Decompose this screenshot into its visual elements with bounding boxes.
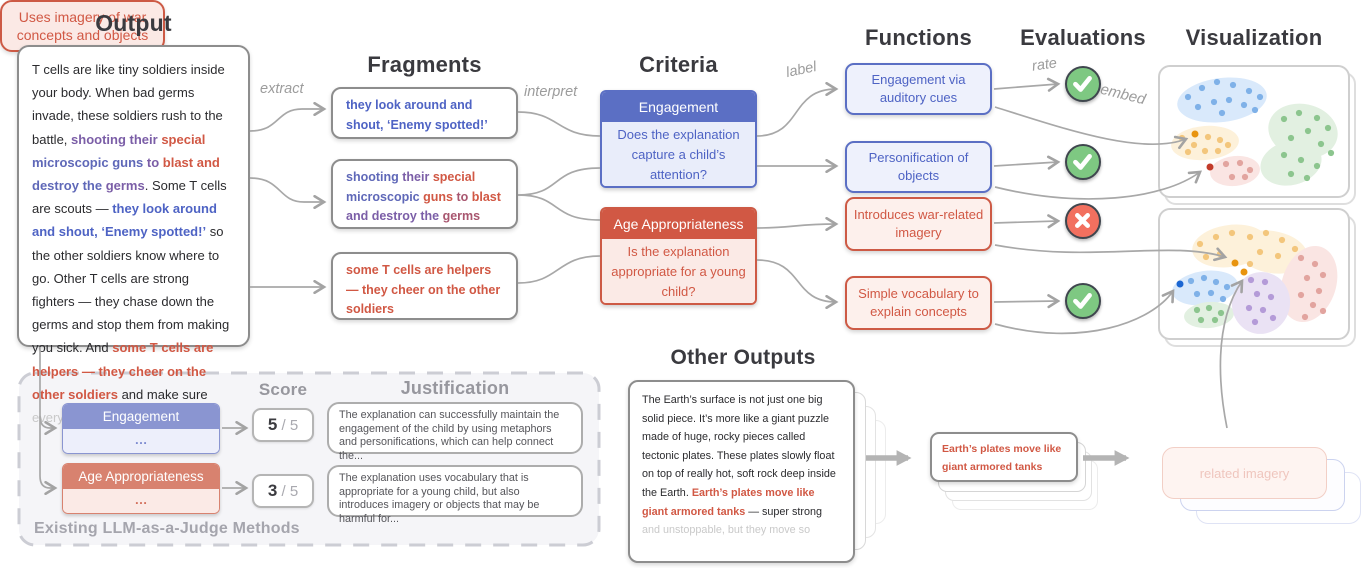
existing-methods-label: Existing LLM-as-a-Judge Methods [34,520,300,537]
score-value: 3 [267,481,278,500]
function-card-personification: Personification of objects [845,141,992,193]
interpret-label: interpret [524,84,578,100]
justification-card-engagement: The explanation can successfully maintai… [327,402,583,462]
judge-criterion-title: Age Appropriateness [63,464,219,489]
fragment-card-enemy-spotted: they look around and shout, ‘Enemy spott… [331,87,518,139]
embed-label: embed [1098,80,1148,109]
function-card-simple-vocabulary: Simple vocabulary to explain concepts [845,276,992,330]
evaluations-header: Evaluations [1020,25,1146,50]
fragment-card-microscopic-guns: shooting their special microscopic guns … [331,159,518,229]
function-card-war-imagery: Introduces war-related imagery [845,197,992,251]
other-fragment-card: Earth’s plates move like giant armored t… [930,432,1078,482]
output-card: T cells are like tiny soldiers inside yo… [17,45,250,425]
visualization-header: Visualization [1185,25,1323,50]
criterion-question: Is the explanation appropriate for a you… [602,239,755,303]
label-label: label [784,58,818,82]
check-icon [1065,144,1101,180]
judge-criterion-engagement: Engagement … [62,403,220,454]
cross-icon [1065,203,1101,239]
score-header: Score [258,380,308,399]
extract-label: extract [260,81,304,97]
other-function-card: Uses imagery of war concepts and objects [0,0,165,52]
viz-panel-2 [1158,208,1350,340]
judge-criterion-age-appropriateness: Age Appropriateness … [62,463,220,514]
criterion-title: Engagement [602,92,755,122]
check-icon [1065,283,1101,319]
score-max: 5 [289,416,299,434]
justification-card-age: The explanation uses vocabulary that is … [327,465,583,525]
viz-panel-1 [1158,65,1350,198]
criterion-question: Does the explanation capture a child’s a… [602,122,755,186]
judge-criterion-ellipsis: … [63,429,219,453]
function-card-auditory-cues: Engagement via auditory cues [845,63,992,115]
criterion-card-age-appropriateness: Age Appropriateness Is the explanation a… [600,207,757,305]
score-chip-age: 3 / 5 [252,474,314,508]
score-separator: / [277,416,290,434]
rate-label: rate [1031,55,1058,75]
score-value: 5 [267,415,278,434]
check-icon [1065,66,1101,102]
output-header: Output [95,10,172,36]
other-outputs-card: The Earth’s surface is not just one big … [628,380,855,563]
cluster-scatter-2 [1172,224,1338,334]
score-chip-engagement: 5 / 5 [252,408,314,442]
criterion-title: Age Appropriateness [602,209,755,239]
justification-header: Justification [400,378,510,398]
fragments-header: Fragments [367,52,482,77]
cluster-scatter-1 [1171,77,1338,187]
score-max: 5 [289,482,299,500]
functions-header: Functions [865,25,972,50]
fragment-card-helpers: some T cells are helpers — they cheer on… [331,252,518,320]
score-separator: / [277,482,290,500]
criteria-header: Criteria [639,52,718,77]
criterion-card-engagement: Engagement Does the explanation capture … [600,90,757,188]
judge-criterion-title: Engagement [63,404,219,429]
judge-criterion-ellipsis: … [63,489,219,513]
stacked-card-ghost-pink: related imagery [1162,447,1327,499]
other-outputs-header: Other Outputs [670,346,816,369]
